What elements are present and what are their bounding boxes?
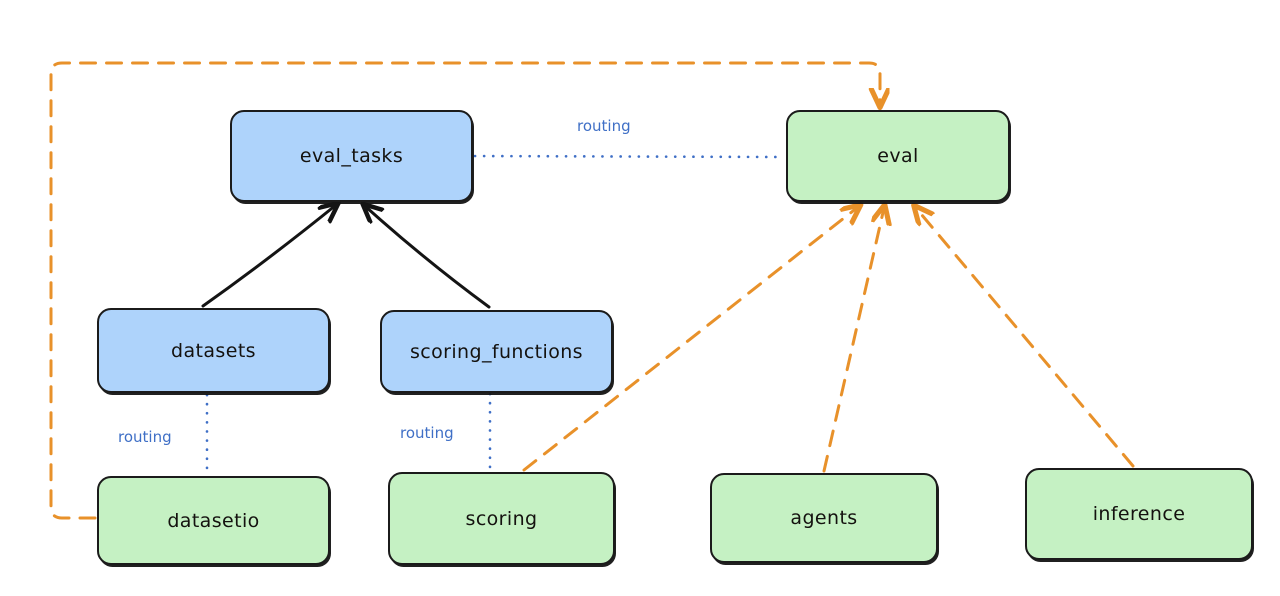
edge-scoring-to-eval bbox=[522, 207, 858, 472]
node-agents[interactable]: agents bbox=[710, 473, 938, 563]
node-datasetio[interactable]: datasetio bbox=[97, 476, 330, 565]
node-label-eval-tasks: eval_tasks bbox=[299, 145, 404, 167]
edge-label-routing-datasetio: routing bbox=[118, 428, 172, 446]
node-datasets[interactable]: datasets bbox=[97, 308, 330, 393]
node-label-eval: eval bbox=[877, 145, 919, 167]
node-label-scoring-functions: scoring_functions bbox=[410, 340, 583, 363]
edge-scoring-functions-to-eval-tasks bbox=[365, 206, 491, 309]
edge-inference-to-eval bbox=[916, 208, 1135, 468]
node-label-agents: agents bbox=[790, 507, 858, 529]
node-scoring[interactable]: scoring bbox=[388, 472, 615, 565]
node-label-scoring: scoring bbox=[465, 507, 538, 530]
node-scoring-functions[interactable]: scoring_functions bbox=[380, 310, 613, 393]
edge-agents-to-eval bbox=[822, 208, 884, 473]
edge-datasets-to-eval-tasks bbox=[201, 205, 336, 308]
node-label-datasets: datasets bbox=[171, 339, 256, 362]
node-eval[interactable]: eval bbox=[786, 110, 1010, 202]
edge-label-routing-eval: routing bbox=[577, 117, 631, 135]
node-label-inference: inference bbox=[1092, 503, 1186, 525]
edge-datasetio-to-eval bbox=[49, 61, 880, 520]
node-inference[interactable]: inference bbox=[1025, 468, 1253, 560]
edge-label-routing-scoring: routing bbox=[400, 424, 454, 442]
edge-eval-tasks-to-eval bbox=[473, 154, 786, 159]
node-eval-tasks[interactable]: eval_tasks bbox=[230, 110, 473, 202]
node-label-datasetio: datasetio bbox=[167, 509, 260, 532]
